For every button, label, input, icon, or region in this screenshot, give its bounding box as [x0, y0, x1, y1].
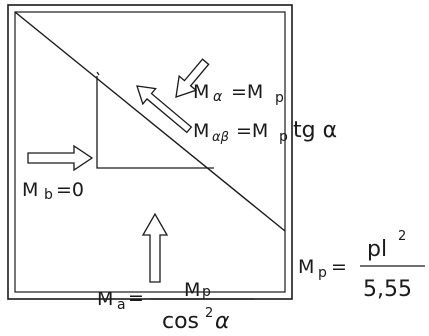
m-a-symbol: M [97, 288, 113, 310]
m-alphabeta-symbol: M [193, 120, 209, 142]
label-m-a: M a = M p cos 2 α [97, 279, 254, 334]
m-alpha-subscript: α [213, 89, 223, 105]
m-p-numerator: pl [367, 237, 387, 262]
label-m-b: M b =0 [22, 179, 84, 203]
m-p-subscript: p [318, 265, 327, 281]
m-p-symbol: M [298, 256, 314, 278]
m-b-symbol: M [22, 179, 38, 201]
arrow-m-alphabeta-icon [136, 85, 193, 134]
m-alpha-equals: =M [231, 81, 263, 103]
m-p-numerator-exponent: 2 [398, 229, 406, 244]
m-alphabeta-subscript: αβ [212, 130, 229, 145]
label-m-alphabeta: M αβ =M p tg α [193, 118, 337, 145]
m-a-denominator-alpha: α [215, 309, 230, 334]
m-a-subscript: a [117, 297, 126, 313]
arrow-m-a-icon [141, 212, 169, 283]
m-a-numerator-m: M [184, 279, 200, 301]
m-a-denominator-exponent: 2 [205, 306, 213, 321]
arrow-m-alpha-icon [175, 58, 210, 98]
plate-inner-border [14, 11, 286, 293]
corner-tick [96, 71, 100, 76]
m-alphabeta-p-subscript: p [279, 129, 288, 145]
m-a-numerator-sub: p [202, 284, 211, 300]
m-a-denominator-cos: cos [162, 309, 199, 334]
m-b-subscript: b [44, 187, 53, 203]
m-alphabeta-equals: =M [236, 120, 268, 142]
m-alphabeta-tg-alpha: tg α [293, 118, 337, 143]
m-a-equals: = [128, 287, 144, 309]
m-alpha-symbol: M [193, 81, 209, 103]
m-alpha-p-subscript: p [275, 90, 284, 106]
m-b-equals: =0 [56, 179, 84, 201]
label-m-alpha: M α =M p [193, 81, 284, 106]
m-p-equals: = [331, 256, 347, 278]
element-outline [96, 76, 214, 169]
label-m-p: M p = pl 2 5,55 [298, 229, 425, 302]
diagonal-yield-line [14, 11, 286, 232]
arrow-m-b-icon [27, 144, 94, 172]
m-p-denominator: 5,55 [363, 277, 412, 302]
